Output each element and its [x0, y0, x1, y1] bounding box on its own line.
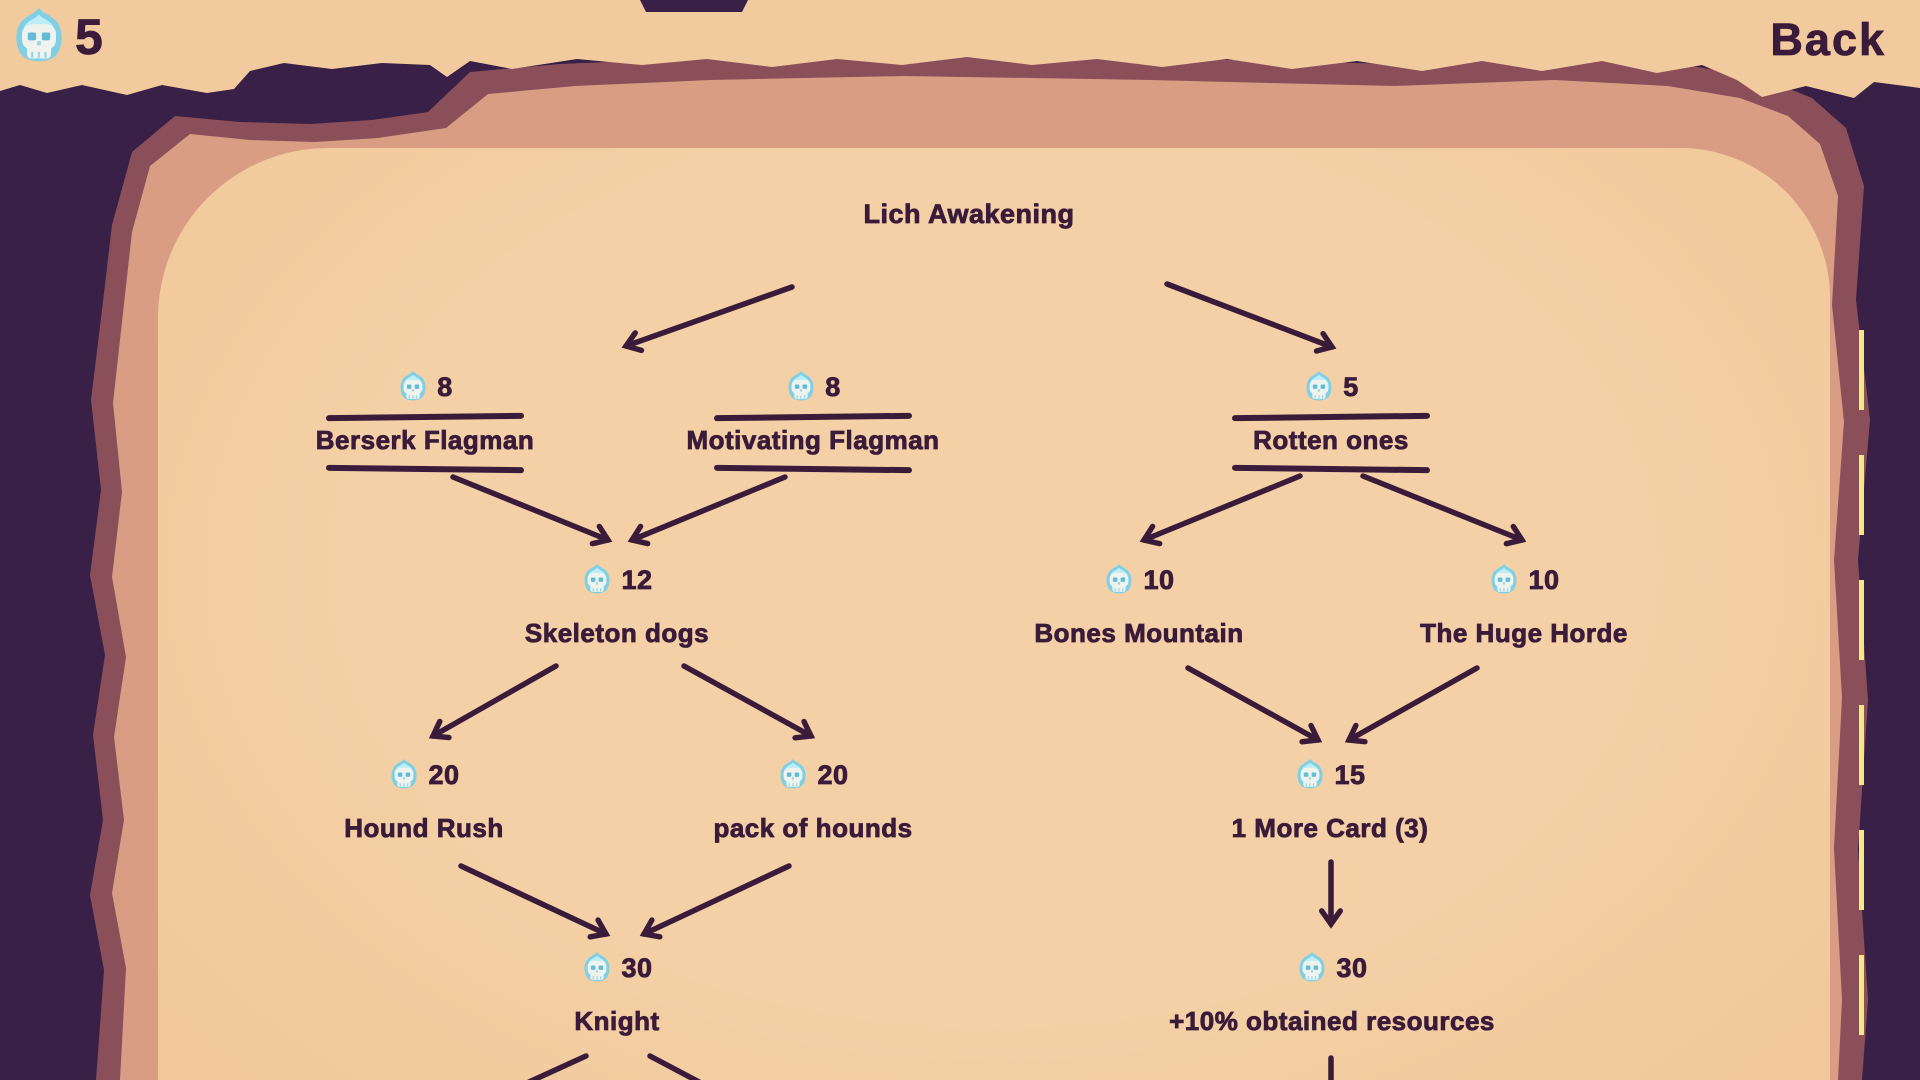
purchased-strike-top	[1231, 412, 1431, 422]
skill-node-bones-mountain[interactable]: 10 Bones Mountain	[919, 563, 1359, 675]
parchment-body	[158, 148, 1830, 1080]
soul-skull-icon	[1103, 564, 1135, 596]
purchased-strike-bottom	[1231, 464, 1431, 474]
tree-title: Lich Awakening	[863, 199, 1075, 230]
node-name: Motivating Flagman	[686, 425, 940, 456]
soul-skull-icon	[10, 8, 68, 66]
node-name: Bones Mountain	[1034, 618, 1244, 649]
node-cost-value: 20	[428, 759, 460, 790]
node-name: +10% obtained resources	[1169, 1006, 1495, 1037]
node-name: 1 More Card (3)	[1231, 813, 1429, 844]
resource-count: 5	[75, 9, 104, 65]
node-cost-value: 30	[621, 952, 653, 983]
node-name: pack of hounds	[713, 813, 913, 844]
skill-node-berserk-flagman[interactable]: 8 Berserk Flagman	[205, 370, 645, 482]
skill-node-pack-of-hounds[interactable]: 20 pack of hounds	[593, 758, 1033, 870]
node-cost-value: 12	[621, 564, 653, 595]
node-cost: 15	[1110, 758, 1550, 792]
node-name: Berserk Flagman	[315, 425, 535, 456]
soul-skull-icon	[1303, 371, 1335, 403]
node-cost: 8	[205, 370, 645, 404]
torn-edge-highlight	[1859, 330, 1864, 1080]
soul-skull-icon	[777, 759, 809, 791]
node-name: Rotten ones	[1253, 425, 1409, 456]
node-name: Skeleton dogs	[524, 618, 710, 649]
soul-skull-icon	[1294, 759, 1326, 791]
node-cost: 30	[1112, 951, 1552, 985]
purchased-strike-bottom	[325, 464, 525, 474]
node-name: The Huge Horde	[1420, 618, 1628, 649]
soul-skull-icon	[397, 371, 429, 403]
node-cost-value: 10	[1143, 564, 1175, 595]
node-cost-value: 10	[1528, 564, 1560, 595]
node-cost: 10	[1304, 563, 1744, 597]
node-cost: 8	[593, 370, 1033, 404]
node-name: Knight	[574, 1006, 660, 1037]
skill-node-1-more-card[interactable]: 15 1 More Card (3)	[1110, 758, 1550, 870]
skill-node-hound-rush[interactable]: 20 Hound Rush	[204, 758, 644, 870]
skill-node-10pct-resources[interactable]: 30 +10% obtained resources	[1112, 951, 1552, 1063]
purchased-strike-top	[325, 412, 525, 422]
node-cost-value: 8	[437, 371, 453, 402]
back-button[interactable]: Back	[1770, 14, 1886, 66]
soul-skull-icon	[1296, 952, 1328, 984]
node-cost-value: 30	[1336, 952, 1368, 983]
soul-skull-icon	[581, 564, 613, 596]
node-cost: 30	[397, 951, 837, 985]
soul-skull-icon	[1488, 564, 1520, 596]
skill-node-skeleton-dogs[interactable]: 12 Skeleton dogs	[397, 563, 837, 675]
skill-node-knight[interactable]: 30 Knight	[397, 951, 837, 1063]
node-cost: 20	[204, 758, 644, 792]
soul-skull-icon	[581, 952, 613, 984]
node-cost-value: 5	[1343, 371, 1359, 402]
node-cost-value: 15	[1334, 759, 1366, 790]
purchased-strike-bottom	[713, 464, 913, 474]
skill-node-the-huge-horde[interactable]: 10 The Huge Horde	[1304, 563, 1744, 675]
soul-skull-icon	[785, 371, 817, 403]
purchased-strike-top	[713, 412, 913, 422]
skill-node-rotten-ones[interactable]: 5 Rotten ones	[1111, 370, 1551, 482]
node-cost: 10	[919, 563, 1359, 597]
node-cost: 20	[593, 758, 1033, 792]
resource-counter: 5	[10, 8, 103, 66]
node-cost: 12	[397, 563, 837, 597]
skill-node-motivating-flagman[interactable]: 8 Motivating Flagman	[593, 370, 1033, 482]
soul-skull-icon	[388, 759, 420, 791]
node-cost-value: 8	[825, 371, 841, 402]
node-cost-value: 20	[817, 759, 849, 790]
node-cost: 5	[1111, 370, 1551, 404]
node-name: Hound Rush	[344, 813, 504, 844]
